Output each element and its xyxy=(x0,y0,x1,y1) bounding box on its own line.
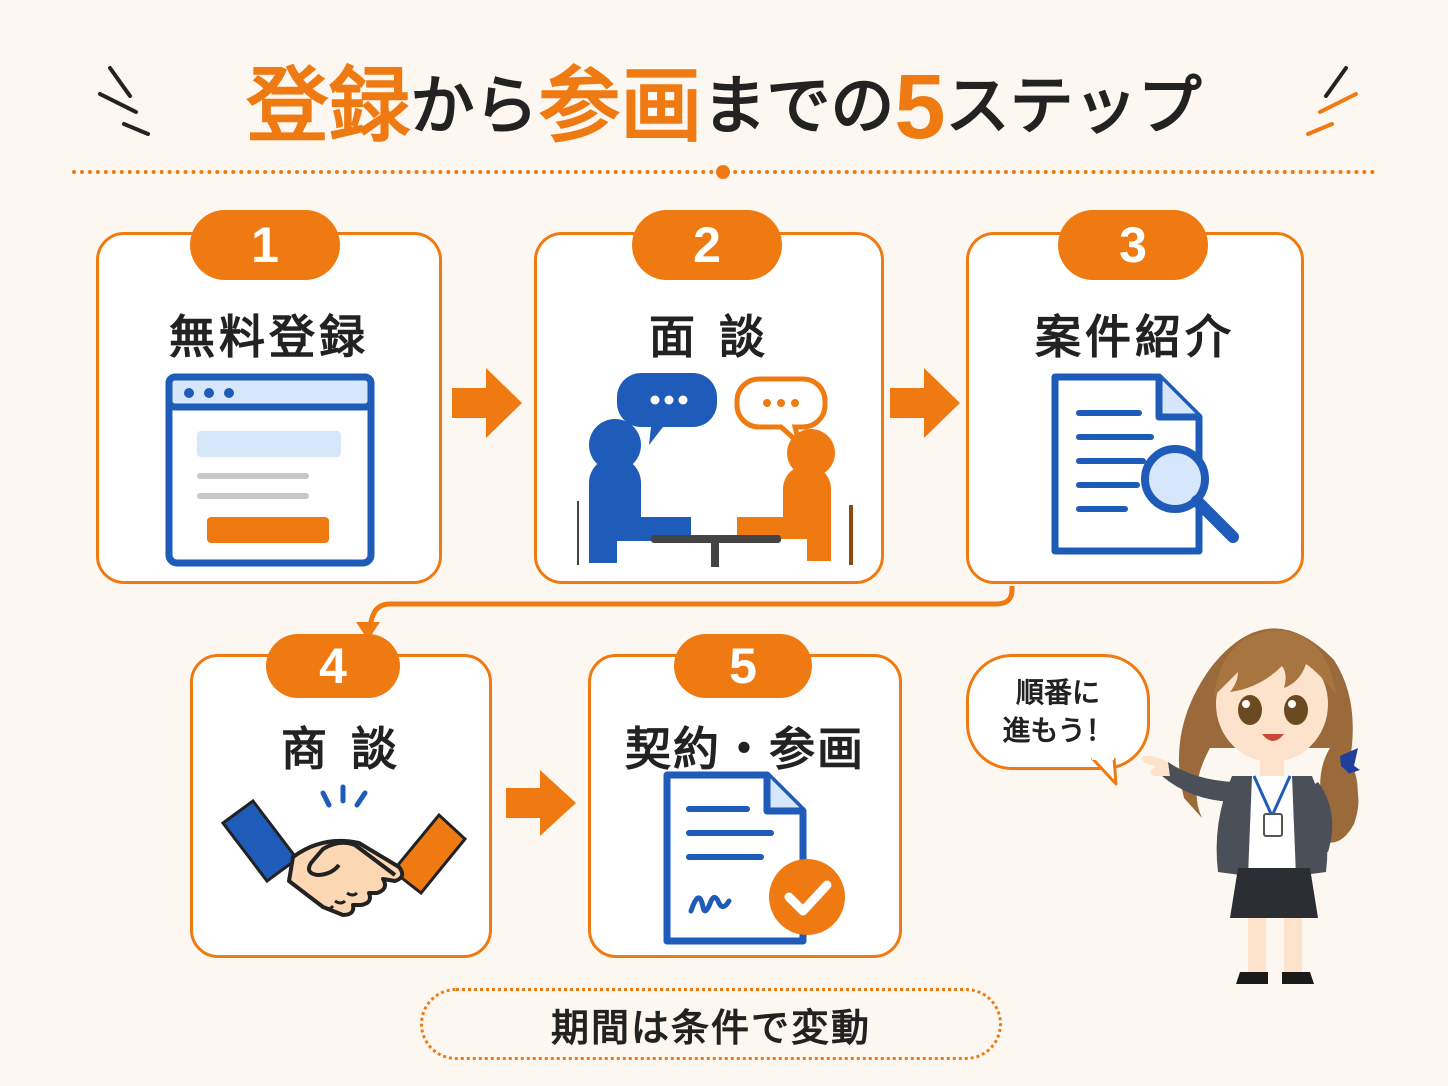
title-part-6: ステップ xyxy=(945,70,1202,144)
title-right-burst-icon xyxy=(1306,66,1358,136)
interview-icon xyxy=(577,373,853,567)
speech-bubble-text: 順番に 進もう！ xyxy=(1002,676,1114,747)
step-label-4: 商 談 xyxy=(280,722,401,776)
title-part-5: 5 xyxy=(894,56,946,158)
arrow-right-icon xyxy=(452,368,522,438)
contract-check-icon xyxy=(663,771,845,945)
page-title: 登録 から 参画 までの 5 ステップ xyxy=(0,52,1448,162)
handshake-icon xyxy=(220,784,468,917)
step-label-3: 案件紹介 xyxy=(1035,310,1235,364)
title-part-1: 登録 xyxy=(246,59,411,154)
document-search-icon xyxy=(1051,373,1239,555)
step-card-2: 面 談 xyxy=(534,232,884,584)
duration-note-text: 期間は条件で変動 xyxy=(550,1005,871,1050)
guide-character-icon xyxy=(1142,628,1360,984)
step-badge-4: 4 xyxy=(266,634,400,698)
title-part-3: 参画 xyxy=(538,59,703,154)
step-label-1: 無料登録 xyxy=(169,310,369,364)
arrow-right-icon xyxy=(506,770,576,836)
step-card-1: 無料登録 xyxy=(96,232,442,584)
speech-bubble: 順番に 進もう！ xyxy=(966,654,1150,770)
title-part-2: から xyxy=(410,70,539,144)
title-divider-dot xyxy=(716,165,730,179)
title-part-4: までの xyxy=(702,70,895,144)
connector-arrow-icon xyxy=(356,586,1015,640)
speech-bubble-tail-icon xyxy=(1090,756,1118,786)
arrow-right-icon xyxy=(890,368,960,438)
title-left-burst-icon xyxy=(98,66,150,136)
step-label-2: 面 談 xyxy=(648,310,769,364)
step-card-5: 契約・参画 xyxy=(588,654,902,958)
step-card-3: 案件紹介 xyxy=(966,232,1304,584)
step-badge-3: 3 xyxy=(1058,210,1208,280)
step-label-5: 契約・参画 xyxy=(625,722,865,776)
step-badge-5: 5 xyxy=(674,634,812,698)
step-badge-1: 1 xyxy=(190,210,340,280)
step-badge-2: 2 xyxy=(632,210,782,280)
duration-note: 期間は条件で変動 xyxy=(420,988,1002,1060)
step-card-4: 商 談 xyxy=(190,654,492,958)
browser-form-icon xyxy=(165,373,375,567)
